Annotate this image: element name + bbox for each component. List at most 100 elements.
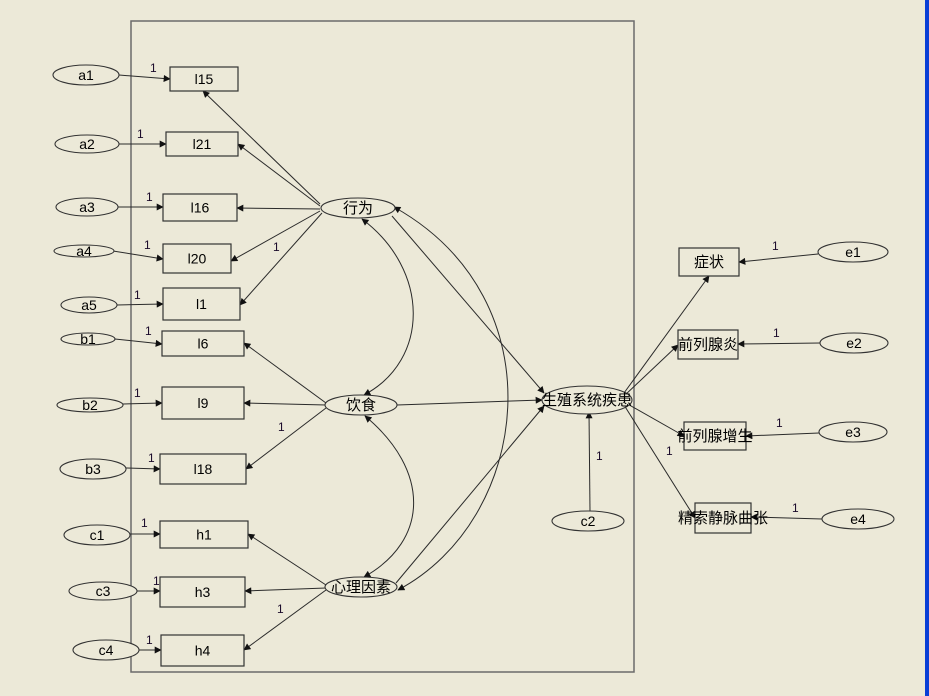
- error-b3-to-l18[interactable]: [125, 465, 161, 473]
- error-ellipse[interactable]: [819, 332, 889, 354]
- loading-shengzhi-to-jingsuo[interactable]: [623, 404, 696, 519]
- error-c1[interactable]: c1: [63, 524, 131, 546]
- observed-qianliexianzengsheng[interactable]: 前列腺增生: [677, 421, 753, 451]
- observed-l1[interactable]: l1: [162, 287, 241, 321]
- loading-shengzhi-to-zhengzhuang[interactable]: [623, 275, 710, 394]
- error-e4[interactable]: e4: [821, 508, 895, 530]
- error-b1-to-l6[interactable]: [114, 338, 163, 347]
- error-e2[interactable]: e2: [819, 332, 889, 354]
- error-b2-to-l9[interactable]: [122, 399, 163, 407]
- loading-yinshi-to-l9[interactable]: [243, 399, 327, 407]
- loading-shengzhi-to-qianliexianzengsheng[interactable]: [623, 401, 685, 437]
- loading-xingwei-to-l20[interactable]: [230, 210, 321, 262]
- observed-box[interactable]: [683, 421, 747, 451]
- observed-l15[interactable]: l15: [169, 66, 239, 92]
- latent-yinshi[interactable]: 饮食: [324, 394, 398, 416]
- loading-xingwei-to-l16[interactable]: [236, 204, 321, 212]
- path-xingwei-to-shengzhi[interactable]: [391, 215, 545, 394]
- error-ellipse[interactable]: [818, 421, 888, 443]
- error-a1-to-l15[interactable]: [118, 74, 171, 82]
- error-a4[interactable]: a4: [53, 243, 115, 259]
- error-a1[interactable]: a1: [52, 64, 120, 86]
- error-a4-to-l20[interactable]: [112, 250, 164, 262]
- loading-xingwei-to-l1[interactable]: [239, 212, 323, 306]
- error-ellipse[interactable]: [72, 639, 140, 661]
- error-e3[interactable]: e3: [818, 421, 888, 443]
- error-ellipse[interactable]: [56, 397, 124, 413]
- observed-box[interactable]: [161, 386, 245, 420]
- path-xinli-to-shengzhi[interactable]: [395, 405, 545, 584]
- error-b1[interactable]: b1: [60, 331, 116, 347]
- covariance-yinshi-xinli[interactable]: [363, 415, 415, 578]
- path-yinshi-to-shengzhi[interactable]: [396, 396, 543, 406]
- latent-shengzhi[interactable]: 生殖系统疾患: [541, 385, 633, 415]
- observed-qianliexianyan[interactable]: 前列腺炎: [677, 329, 739, 360]
- latent-ellipse[interactable]: [541, 385, 633, 415]
- observed-h1[interactable]: h1: [159, 520, 249, 549]
- observed-box[interactable]: [169, 66, 239, 92]
- error-a3[interactable]: a3: [55, 197, 119, 217]
- loading-shengzhi-to-qianliexianyan[interactable]: [623, 344, 679, 397]
- covariance-xingwei-xinli[interactable]: [393, 206, 509, 591]
- observed-h3[interactable]: h3: [159, 576, 246, 608]
- error-ellipse[interactable]: [59, 458, 127, 480]
- observed-box[interactable]: [162, 243, 232, 274]
- loading-xinli-to-h3[interactable]: [244, 587, 327, 595]
- latent-xinli[interactable]: 心理因素: [324, 576, 398, 598]
- error-ellipse[interactable]: [60, 296, 118, 314]
- error-a5-to-l1[interactable]: [116, 300, 164, 308]
- error-e1[interactable]: e1: [817, 241, 889, 263]
- observed-h4[interactable]: h4: [160, 634, 245, 667]
- observed-box[interactable]: [159, 520, 249, 549]
- error-ellipse[interactable]: [817, 241, 889, 263]
- disturbance-ellipse[interactable]: [551, 510, 625, 532]
- error-c3[interactable]: c3: [68, 581, 138, 601]
- disturbance-c2[interactable]: c2: [551, 510, 625, 532]
- path-c2-to-shengzhi[interactable]: [585, 411, 593, 512]
- loading-xingwei-to-l15[interactable]: [202, 90, 321, 205]
- covariance-xingwei-yinshi[interactable]: [361, 218, 414, 396]
- error-b2[interactable]: b2: [56, 397, 124, 413]
- observed-l6[interactable]: l6: [161, 330, 245, 357]
- loading-xinli-to-h1[interactable]: [247, 533, 327, 586]
- error-a5[interactable]: a5: [60, 296, 118, 314]
- observed-box[interactable]: [161, 330, 245, 357]
- error-b3[interactable]: b3: [59, 458, 127, 480]
- error-ellipse[interactable]: [821, 508, 895, 530]
- observed-l9[interactable]: l9: [161, 386, 245, 420]
- observed-box[interactable]: [160, 634, 245, 667]
- latent-ellipse[interactable]: [320, 197, 396, 219]
- error-ellipse[interactable]: [63, 524, 131, 546]
- loading-xingwei-to-l21[interactable]: [237, 143, 321, 207]
- error-ellipse[interactable]: [60, 332, 116, 346]
- error-e4-to-jingsuo[interactable]: [750, 513, 823, 521]
- error-c4[interactable]: c4: [72, 639, 140, 661]
- observed-l16[interactable]: l16: [162, 193, 238, 222]
- latent-xingwei[interactable]: 行为: [320, 197, 396, 219]
- latent-ellipse[interactable]: [324, 576, 398, 598]
- error-ellipse[interactable]: [52, 64, 120, 86]
- observed-box[interactable]: [159, 576, 246, 608]
- loading-yinshi-to-l18[interactable]: [245, 407, 327, 470]
- observed-l21[interactable]: l21: [165, 131, 239, 157]
- observed-box[interactable]: [165, 131, 239, 157]
- error-ellipse[interactable]: [53, 244, 115, 258]
- error-a2[interactable]: a2: [54, 134, 120, 154]
- observed-box[interactable]: [162, 287, 241, 321]
- observed-box[interactable]: [159, 453, 247, 485]
- latent-ellipse[interactable]: [324, 394, 398, 416]
- observed-l20[interactable]: l20: [162, 243, 232, 274]
- observed-box[interactable]: [678, 247, 740, 277]
- observed-box[interactable]: [162, 193, 238, 222]
- error-e2-to-qianliexianyan[interactable]: [737, 340, 821, 348]
- loading-xinli-to-h4[interactable]: [243, 589, 327, 651]
- error-e1-to-zhengzhuang[interactable]: [738, 253, 819, 265]
- observed-zhengzhuang[interactable]: 症状: [678, 247, 740, 277]
- error-ellipse[interactable]: [68, 581, 138, 601]
- error-e3-to-qianliexianzengsheng[interactable]: [745, 432, 820, 440]
- error-ellipse[interactable]: [55, 197, 119, 217]
- observed-l18[interactable]: l18: [159, 453, 247, 485]
- scrollbar-edge[interactable]: [925, 0, 929, 696]
- observed-box[interactable]: [677, 329, 739, 360]
- observed-jingsuo[interactable]: 精索静脉曲张: [678, 502, 768, 534]
